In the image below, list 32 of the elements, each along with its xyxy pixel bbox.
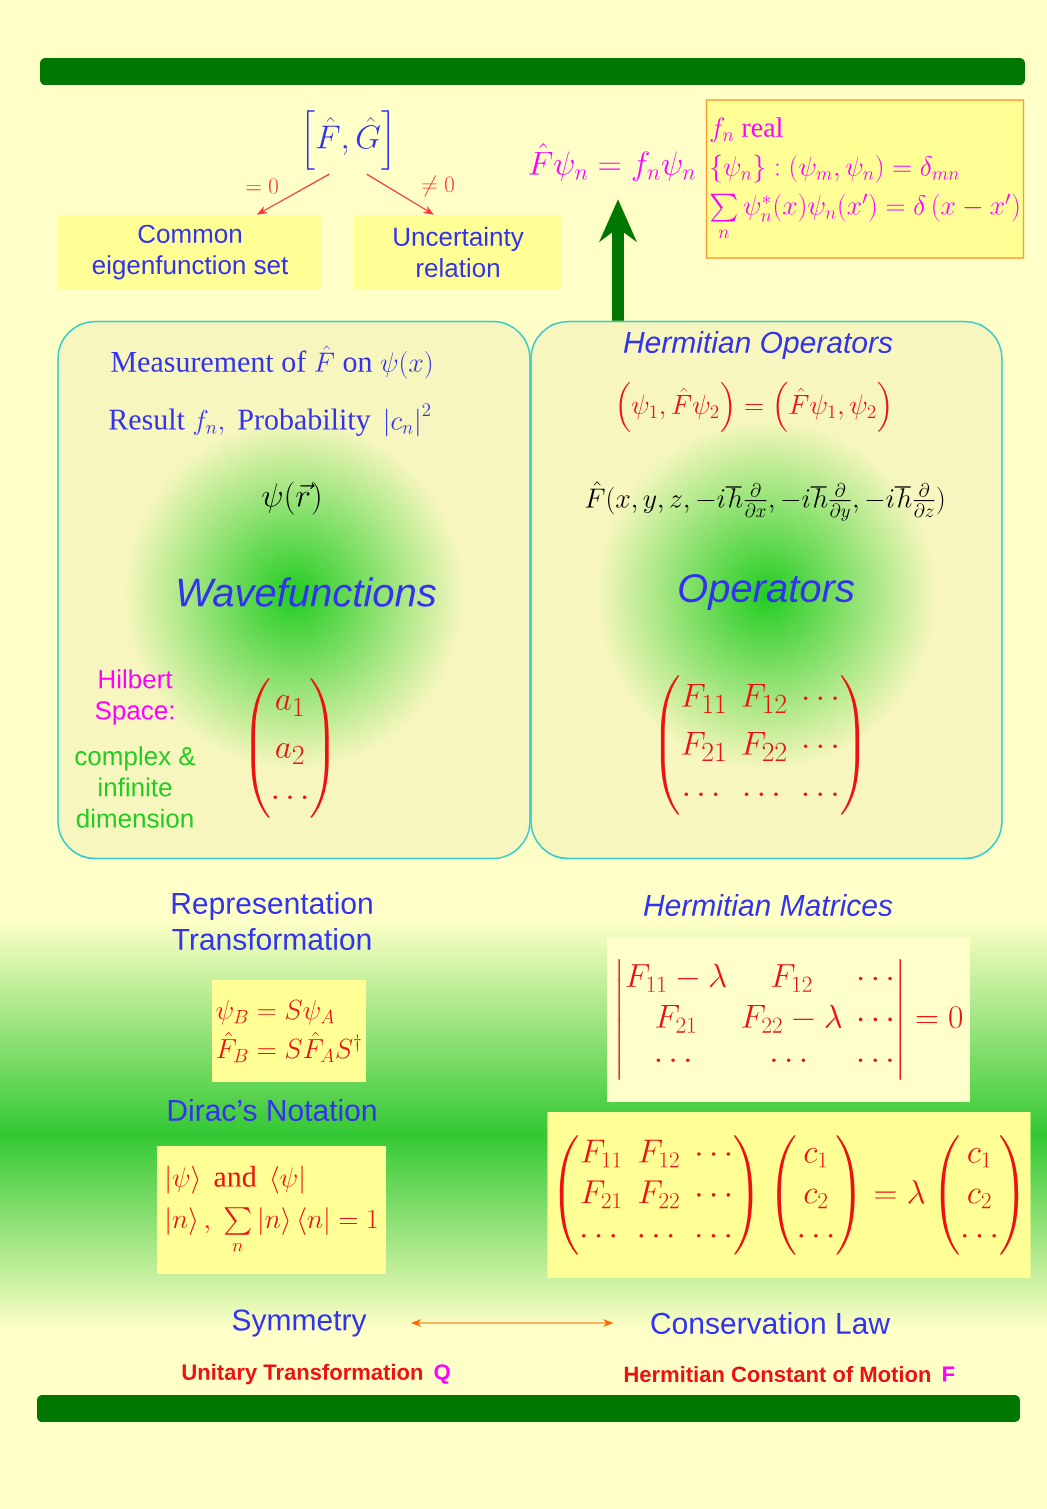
formula-box: $\psi_B = S\psi_A$ $\hat{F}_B = S\hat{F}_A S^\dagger$ (212, 980, 366, 1082)
side-note: Hilbert Space: (95, 669, 174, 725)
formula-box: $\begin{vmatrix} F_{11}-\lambda & F_{12} & \cdots\\ F_{21} & F_{22}-\lambda & \cdots\\ \cdots & \cdots & \cdots \end{vmatrix}=0$ (607, 936, 970, 1103)
edge-label: $\neq 0$ (422, 175, 454, 197)
formula-box: $\begin{pmatrix} F_{11} & F_{12} & \cdots\\ F_{21} & F_{22} & \cdots\\ \cdots & \cdots & \cdots \end{pmatrix}\begin{pmatrix} c_1\\ c_2\\ \cdots \end{pmatrix}=\lambda\begin{pmatrix} c_1\\ c_2\\ \cdots \end{pmatrix}$ (547, 1112, 1031, 1278)
matrix: $\begin{pmatrix} F_{11} & F_{12} & \cdots\\ F_{21} & F_{22} & \cdots\\ \cdots & \cdots & \cdots \end{pmatrix}$ (660, 675, 860, 815)
heading: Dirac’s Notation (168, 1099, 376, 1122)
equation: $\hat{F}\psi_n = f_n\psi_n$ (529, 143, 695, 182)
concept-label: Symmetry (232, 1309, 367, 1337)
panel-title: Operators (679, 573, 855, 611)
text-box: Uncertainty relation (354, 215, 562, 289)
formula: $\psi(\vec{r})$ (262, 481, 320, 515)
edge-label: $=0$ (246, 178, 278, 194)
formula-box: $\left|\psi\right\rangle\ \text{and}\ \left\langle\psi\right|$ $\left|n\right\rangle,\ \sum\limits_n \left|n\right\rangle\left\langle n\right| = 1$ (156, 1146, 387, 1274)
side-note: complex & infinite dimension (75, 746, 196, 828)
caption-text: Unitary Transformation (182, 1363, 423, 1385)
heading: Representation Transformation (172, 892, 372, 951)
column-vector: $\begin{pmatrix} a_1\\ a_2\\ \cdots \end{pmatrix}$ (251, 678, 329, 818)
text-box: Common eigenfunction set (58, 215, 322, 289)
formula: $\left(\psi_1,\hat{F}\psi_2\right)=\left(\hat{F}\psi_1,\psi_2\right)$ (619, 382, 889, 432)
heading: Hermitian Matrices (643, 894, 893, 916)
formula: $\text{Result }f_n,\ \text{Probability }\left|c_n\right|^2$ (109, 403, 431, 437)
formula-box: $f_n\ \text{real}$ $\{\psi_n\}:\left(\psi_m,\psi_n\right)=\delta_{mn}$ $\sum\limits_n \psi_n^*(x)\psi_n(x')=\delta\left(x-x'\right)$ (705, 99, 1025, 259)
panel-heading: Hermitian Operators (623, 331, 893, 359)
caption-text: F (943, 1366, 955, 1382)
caption-text: Hermitian Constant of Motion (624, 1365, 931, 1383)
caption-text: Q (434, 1364, 450, 1384)
formula: $\text{Measurement of }\hat{F}\text{ on }\psi(x)$ (111, 345, 432, 379)
arrow (366, 173, 434, 215)
formula: $\hat{F}(x,y,z,-i\hbar\tfrac{\partial}{\partial x},-i\hbar\tfrac{\partial}{\partial y},-i\hbar\tfrac{\partial}{\partial z})$ (585, 481, 944, 521)
concept-label: Conservation Law (651, 1312, 891, 1335)
formula: $\left[\hat{F},\hat{G}\right]$ (306, 110, 389, 170)
